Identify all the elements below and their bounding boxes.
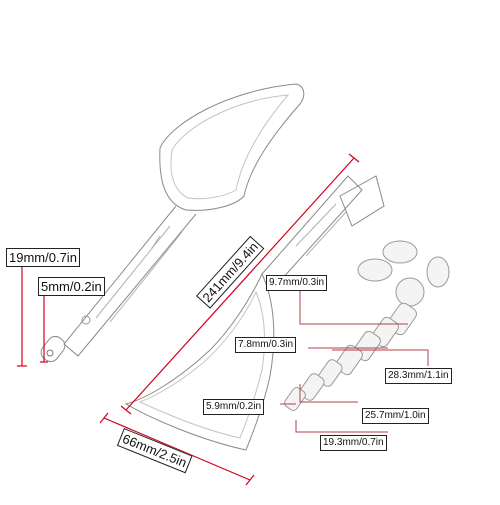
- label-bolt-e: 25.7mm/1.0in: [362, 408, 429, 424]
- right-mirror-glass-inner: [138, 290, 265, 439]
- label-mount-hole: 5mm/0.2in: [38, 277, 105, 296]
- leader-bolt-f: [295, 420, 388, 433]
- dimension-lines: [17, 153, 360, 486]
- label-bolt-f: 19.3mm/0.7in: [320, 435, 387, 451]
- leader-bolt-a: [299, 286, 408, 325]
- left-mirror-mount: [40, 335, 66, 363]
- right-mirror-glass: [124, 272, 275, 451]
- left-mirror: [40, 83, 305, 363]
- label-bolt-c: 5.9mm/0.2in: [203, 399, 265, 415]
- label-bolt-b: 7.8mm/0.3in: [235, 337, 297, 353]
- dim-total-length-line: [125, 157, 355, 411]
- left-mirror-head-inner: [170, 94, 290, 200]
- leader-bolt-d: [332, 349, 429, 366]
- right-mirror-arm: [261, 175, 363, 291]
- left-mirror-arm-detail: [95, 225, 183, 323]
- hardware-parts: [284, 240, 450, 411]
- right-mirror-arm-detail: [295, 203, 347, 257]
- dim-total-length-tick-b: [348, 153, 360, 163]
- label-mount-length: 19mm/0.7in: [6, 248, 80, 267]
- right-mirror: [124, 175, 385, 451]
- dim-total-length-tick-a: [120, 405, 132, 415]
- dim-mirror-width-tick-b: [245, 474, 255, 486]
- cap-2: [357, 258, 393, 282]
- left-mount-hole: [46, 349, 54, 357]
- leader-bolt-e: [299, 384, 358, 403]
- leader-lines: [280, 286, 429, 433]
- cap-3: [426, 256, 450, 288]
- dim-mirror-width-tick-a: [99, 412, 109, 424]
- right-mirror-stem: [339, 175, 385, 227]
- left-mirror-arm: [63, 205, 197, 357]
- label-bolt-a: 9.7mm/0.3in: [266, 275, 328, 291]
- cap-4: [395, 277, 425, 307]
- label-bolt-d: 28.3mm/1.1in: [385, 368, 452, 384]
- cap-1: [382, 240, 418, 264]
- left-mirror-head: [159, 83, 305, 211]
- left-arm-bolt: [81, 315, 91, 325]
